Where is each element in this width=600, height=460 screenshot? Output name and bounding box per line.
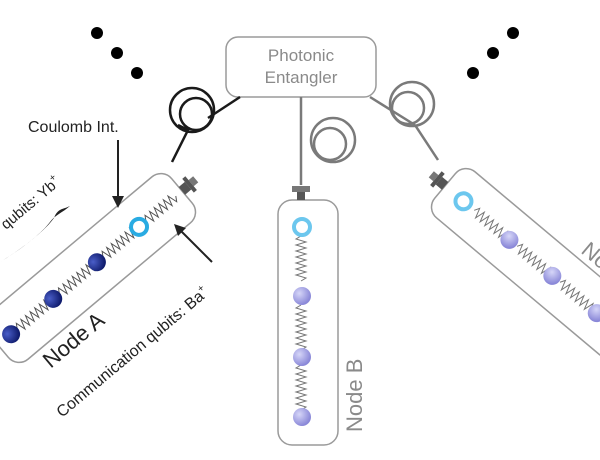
coulomb-label: Coulomb Int. (28, 119, 119, 136)
ion-yb (87, 253, 106, 272)
node-b-label: Node B (342, 359, 367, 432)
node-b: Node B (277, 186, 367, 446)
coulomb-arrow (112, 140, 124, 208)
memory-qubits-label: qubits: Yb+ (0, 172, 64, 233)
ion-yb (293, 408, 311, 426)
ion-yb (543, 266, 562, 285)
fiber-node-c (369, 80, 440, 161)
fiber-connector-icon (428, 171, 449, 190)
entangler-line2: Entangler (265, 68, 338, 87)
ion-yb (44, 289, 63, 308)
ion-yb (293, 287, 311, 305)
ion-yb (587, 304, 600, 323)
fiber-connector-icon (292, 186, 310, 200)
ellipsis-dots-right-icon (467, 27, 519, 79)
photonic-entangler: Photonic Entangler (225, 36, 377, 98)
ion-yb (500, 230, 519, 249)
fiber-node-b (299, 97, 357, 185)
node-a: Node A (0, 172, 199, 373)
fiber-connector-icon (178, 176, 199, 195)
node-c: Node (428, 167, 600, 359)
comm-arrow (174, 224, 213, 263)
ion-ba-comm (292, 217, 312, 237)
entangler-line1: Photonic (268, 46, 335, 65)
fiber-node-a (168, 86, 241, 163)
ion-yb (2, 325, 21, 344)
ellipsis-dots-left-icon (91, 27, 143, 79)
ion-ba-comm (129, 216, 150, 237)
ion-ba-comm (453, 191, 474, 212)
ion-yb (293, 348, 311, 366)
